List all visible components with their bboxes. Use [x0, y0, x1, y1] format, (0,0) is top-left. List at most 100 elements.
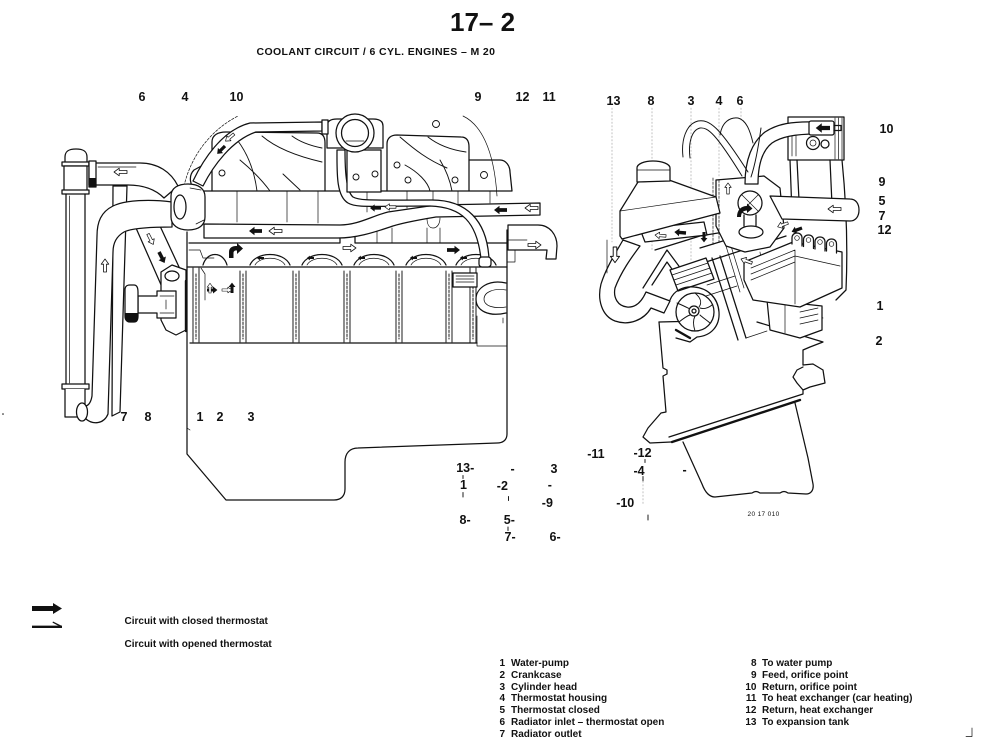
parts-list-item: 13 To expansion tank	[740, 717, 912, 729]
radiator	[61, 148, 90, 418]
reference-mark: 5-	[503, 513, 515, 528]
figure-code: 20 17 010	[747, 511, 780, 519]
flow-arrow-open	[221, 286, 233, 294]
reference-mark: 3	[550, 462, 558, 477]
part-name: To expansion tank	[762, 717, 850, 729]
side-view-flow-arrows	[100, 131, 542, 294]
thick-arrow-shape	[32, 603, 62, 614]
throttle-bore	[340, 118, 370, 148]
expansion-tank	[619, 160, 721, 240]
part-name: Radiator outlet	[511, 729, 582, 741]
part-number: 10	[745, 681, 757, 693]
timing-cover	[711, 255, 747, 341]
sump-flange	[668, 389, 804, 438]
distributor-cap	[743, 241, 843, 308]
thin-half-arrow-icon	[32, 621, 62, 628]
ignition-lead-tower	[802, 234, 815, 250]
part-number: 5	[499, 705, 505, 717]
distributor-cap-ribs	[750, 249, 841, 305]
callout-label: 11	[542, 90, 556, 105]
heater-valve-lines	[455, 275, 475, 283]
reference-mark: -11	[587, 447, 605, 462]
radiator-inlet-hose	[88, 162, 179, 199]
part-number: 2	[499, 669, 505, 681]
throttle-neck	[346, 149, 382, 193]
radiator-cap	[64, 148, 88, 164]
thermostat-housing-body	[170, 183, 206, 231]
thermostat-housing	[170, 183, 206, 231]
reference-mark: 1	[460, 478, 467, 493]
fan-shroud-edge	[111, 185, 128, 417]
flow-arrow-open	[342, 243, 357, 253]
thick-arrow-icon	[32, 603, 62, 614]
part-name: Feed, orifice point	[762, 669, 849, 681]
reference-mark: 13-	[456, 461, 475, 476]
sump-gasket	[670, 398, 802, 444]
radiator-flange	[61, 189, 90, 195]
reference-mark: -	[682, 462, 687, 477]
heat-exchanger-supply-pipe	[507, 224, 558, 260]
tower-cap	[828, 241, 835, 247]
reference-mark: -10	[616, 496, 635, 511]
tower-cap	[805, 237, 812, 243]
distributor-base	[766, 299, 823, 339]
reference-mark: -	[547, 477, 552, 492]
reference-mark: -4	[633, 464, 645, 479]
hose-connection	[173, 194, 187, 220]
orifice-fitting	[478, 256, 492, 268]
tank-edge	[619, 196, 717, 212]
impeller-vanes	[676, 292, 713, 332]
neck-bolt	[352, 173, 360, 181]
coolant-passages	[195, 273, 474, 340]
heater-loop-inner	[483, 289, 507, 308]
reference-mark: 7-	[504, 530, 516, 545]
distributor	[743, 232, 843, 339]
crankcase-outline	[186, 229, 508, 501]
part-name: To heat exchanger (car heating)	[762, 693, 913, 705]
water-pump	[124, 264, 188, 336]
engine-right-contour	[835, 159, 848, 301]
engine-mount-bracket	[792, 363, 826, 391]
callout-label: 3	[687, 94, 695, 109]
vent-line	[719, 117, 762, 178]
callout-label: 5	[878, 194, 886, 209]
reference-mark: -	[510, 461, 515, 476]
heater-valve	[452, 272, 478, 288]
callout-label: 12	[515, 90, 530, 105]
reference-mark: -2	[496, 479, 508, 494]
callout-label: 12	[877, 223, 892, 238]
callout-label: 1	[876, 299, 884, 314]
intake-manifold	[189, 120, 513, 224]
part-name: Thermostat housing	[511, 693, 608, 705]
legend-label-opened-thermostat: Circuit with opened thermostat	[124, 639, 272, 651]
callout-label: 2	[216, 410, 224, 425]
callout-label: 7	[878, 209, 886, 224]
heater-connections	[452, 224, 558, 315]
scan-speck	[2, 413, 4, 415]
pump-volute	[669, 286, 720, 343]
ignition-lead-tower	[791, 232, 803, 247]
impeller-hub-center	[691, 308, 697, 314]
callout-label: 10	[879, 122, 894, 137]
neck-bolt	[371, 170, 379, 178]
part-name: Return, heat exchanger	[762, 705, 874, 717]
radiator-upper-tank	[63, 165, 88, 192]
engine-side-view	[61, 113, 558, 501]
parts-list-item: 10 Return, orifice point	[740, 682, 912, 694]
callout-label: 9	[474, 90, 482, 105]
vent-hose	[682, 120, 749, 177]
flow-arrow-closed	[447, 245, 460, 255]
part-name: Return, orifice point	[762, 681, 857, 693]
reference-mark: -9	[541, 496, 553, 511]
part-number: 13	[745, 717, 757, 729]
cylinder-walls	[192, 267, 477, 344]
manifold-bolt	[451, 176, 459, 184]
piston	[669, 257, 715, 292]
water-jacket	[202, 253, 497, 266]
throttle-body	[326, 113, 384, 193]
part-number: 1	[499, 657, 505, 669]
